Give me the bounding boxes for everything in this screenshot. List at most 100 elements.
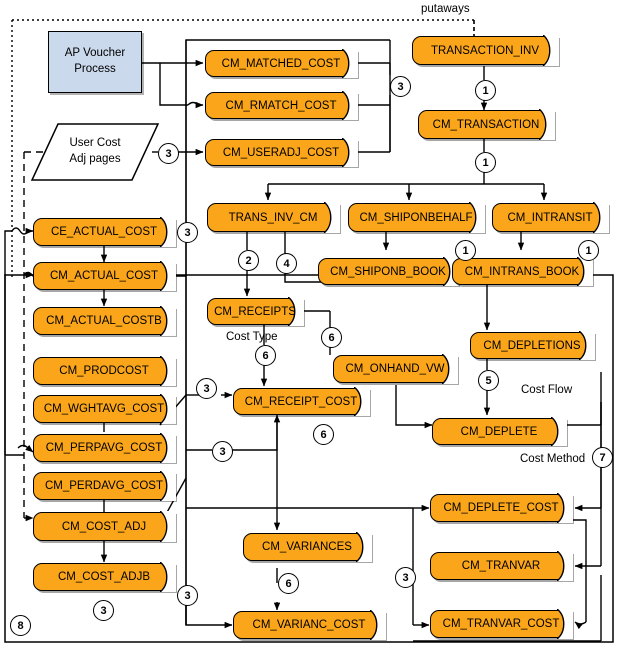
table-label: CM_INTRANS_BOOK	[464, 265, 580, 278]
marker-bottom-3[interactable]: 3	[93, 600, 114, 621]
node-cm-tranvar-cost[interactable]: CM_TRANVAR_COST	[430, 609, 573, 639]
marker-onhand-6[interactable]: 6	[321, 327, 342, 348]
marker-transinv-4[interactable]: 4	[276, 253, 297, 274]
marker-ceactual-3[interactable]: 3	[177, 222, 198, 243]
node-cm-prodcost[interactable]: CM_PRODCOST	[33, 356, 176, 386]
table-notch	[160, 306, 176, 336]
node-cm-useradj-cost[interactable]: CM_USERADJ_COST	[205, 138, 358, 167]
table-notch	[160, 433, 176, 463]
table-notch	[160, 511, 176, 542]
table-label: CM_ACTUAL_COST	[50, 270, 158, 282]
node-cm-intransit[interactable]: CM_INTRANSIT	[492, 202, 609, 233]
table-label: CM_SHIPONBEHALF	[359, 211, 473, 224]
node-trans-inv-cm[interactable]: TRANS_INV_CM	[207, 202, 340, 233]
marker-varianc-3[interactable]: 3	[177, 585, 198, 606]
table-label: CM_RECEIPT_COST	[244, 395, 358, 408]
table-label: CM_RMATCH_COST	[225, 99, 337, 112]
node-cm-cost-adjb[interactable]: CM_COST_ADJB	[33, 562, 176, 592]
marker-boundary-8[interactable]: 8	[10, 615, 31, 636]
node-cm-depletions[interactable]: CM_DEPLETIONS	[470, 331, 595, 360]
label-cost-type: Cost Type	[226, 331, 278, 343]
node-cm-onhand-vw[interactable]: CM_ONHAND_VW	[333, 354, 458, 384]
node-ap-voucher-process[interactable]: AP Voucher Process	[48, 31, 142, 93]
marker-depletions-5[interactable]: 5	[478, 370, 499, 391]
ap-voucher-process-line2: Process	[74, 63, 116, 75]
node-ce-actual-cost[interactable]: CE_ACTUAL_COST	[33, 217, 176, 247]
table-label: CM_COST_ADJB	[57, 571, 151, 583]
node-cm-receipts[interactable]: CM_RECEIPTS	[207, 297, 304, 326]
node-cm-perdavg-cost[interactable]: CM_PERDAVG_COST	[33, 471, 176, 501]
node-cm-perpavg-cost[interactable]: CM_PERPAVG_COST	[33, 433, 176, 463]
table-label: CM_USERADJ_COST	[222, 146, 340, 159]
table-notch	[342, 138, 358, 167]
node-cm-transaction[interactable]: CM_TRANSACTION	[418, 109, 555, 140]
table-notch	[543, 35, 559, 66]
table-notch	[160, 394, 176, 424]
table-label: CM_TRANVAR	[461, 560, 541, 572]
node-cm-matched-cost[interactable]: CM_MATCHED_COST	[205, 49, 358, 78]
table-label: CM_VARIANC_COST	[252, 619, 366, 631]
ap-voucher-process-line1: AP Voucher	[64, 47, 126, 60]
node-cm-receipt-cost[interactable]: CM_RECEIPT_COST	[233, 387, 370, 416]
table-label: CM_TRANSACTION	[432, 118, 540, 131]
node-cm-deplete-cost[interactable]: CM_DEPLETE_COST	[430, 493, 573, 523]
marker-wghtavg-3[interactable]: 3	[196, 378, 217, 399]
marker-intransit-1[interactable]: 1	[578, 240, 599, 261]
table-notch	[551, 417, 567, 446]
table-notch	[354, 387, 370, 416]
marker-useradj-3[interactable]: 3	[158, 143, 179, 164]
label-putaways: putaways	[421, 3, 470, 15]
node-cm-varianc-cost[interactable]: CM_VARIANC_COST	[233, 610, 386, 640]
node-cm-actual-cost[interactable]: CM_ACTUAL_COST	[33, 261, 176, 291]
table-notch	[539, 109, 555, 140]
table-notch	[557, 609, 573, 639]
table-label: CM_SHIPONB_BOOK	[330, 265, 446, 278]
node-cm-shiponb-book[interactable]: CM_SHIPONB_BOOK	[318, 257, 459, 286]
marker-receipts-6[interactable]: 6	[255, 345, 276, 366]
marker-matched-group-3[interactable]: 3	[390, 76, 411, 97]
marker-transinv-2[interactable]: 2	[238, 250, 259, 271]
table-notch	[342, 91, 358, 120]
table-notch	[342, 49, 358, 78]
node-cm-cost-adj[interactable]: CM_COST_ADJ	[33, 511, 176, 542]
marker-variances-6[interactable]: 6	[278, 573, 299, 594]
table-notch	[160, 471, 176, 501]
marker-transaction-inv-1[interactable]: 1	[475, 80, 496, 101]
node-cm-tranvar[interactable]: CM_TRANVAR	[430, 551, 573, 581]
table-notch	[160, 261, 176, 291]
table-notch	[579, 331, 595, 360]
node-cm-shiponbehalf[interactable]: CM_SHIPONBEHALF	[348, 202, 485, 233]
table-label: CM_WGHTAVG_COST	[43, 403, 165, 415]
user-cost-adj-line1: User Cost	[69, 137, 121, 150]
table-label: TRANSACTION_INV	[431, 44, 539, 57]
node-cm-actual-costb[interactable]: CM_ACTUAL_COSTB	[33, 306, 176, 336]
table-notch	[160, 217, 176, 247]
table-label: TRANS_INV_CM	[228, 211, 318, 224]
table-notch	[557, 551, 573, 581]
node-cm-wghtavg-cost[interactable]: CM_WGHTAVG_COST	[33, 394, 176, 424]
table-label: CM_ACTUAL_COSTB	[46, 315, 162, 327]
node-cm-rmatch-cost[interactable]: CM_RMATCH_COST	[205, 91, 358, 120]
node-transaction-inv[interactable]: TRANSACTION_INV	[412, 35, 559, 66]
table-label: CM_DEPLETE	[460, 425, 538, 438]
table-notch	[370, 610, 386, 640]
table-notch	[469, 202, 485, 233]
marker-deplete-7[interactable]: 7	[592, 447, 613, 468]
node-cm-deplete[interactable]: CM_DEPLETE	[432, 417, 567, 446]
marker-perpavg-3[interactable]: 3	[212, 441, 233, 462]
table-notch	[288, 297, 304, 326]
table-notch	[324, 202, 340, 233]
marker-receiptcost-6[interactable]: 6	[313, 424, 334, 445]
node-cm-intrans-book[interactable]: CM_INTRANS_BOOK	[452, 257, 593, 286]
table-label: CM_PERPAVG_COST	[45, 442, 163, 454]
table-label: CM_MATCHED_COST	[221, 57, 341, 70]
marker-shiponbehalf-1[interactable]: 1	[455, 240, 476, 261]
node-user-cost-adj-pages[interactable]: User Cost Adj pages	[30, 122, 160, 182]
marker-transaction-1[interactable]: 1	[475, 152, 496, 173]
table-label: CM_PRODCOST	[59, 365, 149, 377]
table-notch	[160, 562, 176, 592]
marker-tranvar-3[interactable]: 3	[395, 567, 416, 588]
node-cm-variances[interactable]: CM_VARIANCES	[243, 532, 372, 562]
